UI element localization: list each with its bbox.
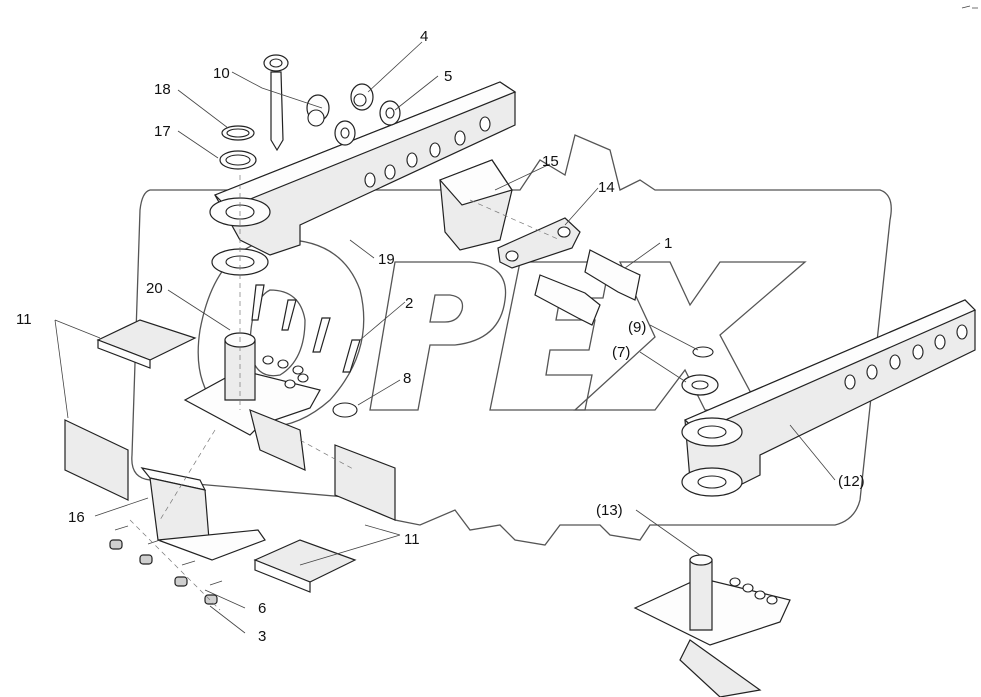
callout-8: 8: [403, 370, 411, 387]
watermark-gear-outline: [131, 134, 892, 546]
bushings-and-washers: [306, 83, 401, 146]
callout-5: 5: [444, 68, 452, 85]
leader-lines: [54, 41, 836, 634]
secondary-hitch-holes: [729, 577, 778, 605]
secondary-hitch: [633, 554, 791, 697]
callout-11b: 11: [404, 531, 420, 548]
guide-rail: [140, 467, 266, 561]
wear-pads: [64, 319, 396, 593]
callout-14: 14: [598, 179, 615, 196]
clevis-block: [438, 159, 513, 251]
upper-drawbar-holes: [364, 116, 491, 188]
callout-1: 1: [664, 235, 672, 252]
callout-10: 10: [213, 65, 230, 82]
callout-16: 16: [68, 509, 85, 526]
callout-3: 3: [258, 628, 266, 645]
callout-15: 15: [542, 153, 559, 170]
callout-20: 20: [146, 280, 163, 297]
small-keys: [109, 525, 223, 605]
bolts: [534, 249, 641, 326]
lower-drawbar: [681, 299, 977, 497]
callout-2: 2: [405, 295, 413, 312]
callout-12: (12): [838, 473, 865, 490]
washer-and-circlip: [681, 346, 719, 396]
callout-11a: 11: [16, 311, 32, 328]
snap-ring: [332, 402, 358, 418]
callout-9: (9): [628, 319, 646, 336]
corner-mark: [961, 5, 978, 9]
callout-6: 6: [258, 600, 266, 617]
callout-19: 19: [378, 251, 395, 268]
callout-4: 4: [420, 28, 428, 45]
callout-13: (13): [596, 502, 623, 519]
lower-drawbar-holes: [844, 324, 968, 390]
callout-7: (7): [612, 344, 630, 361]
link-bracket: [497, 217, 581, 269]
screws: [251, 284, 361, 373]
callout-18: 18: [154, 81, 171, 98]
assembly-lines: [129, 175, 561, 611]
hitch-pin: [263, 54, 289, 152]
callout-17: 17: [154, 123, 171, 140]
circlip-and-washer: [219, 125, 257, 170]
hitch-base-plate: [183, 332, 321, 471]
callout-labels: 1 2 3 4 5 6 (7) 8 (9) 10 11 11 (12) (13)…: [16, 28, 865, 645]
base-plate-holes: [262, 355, 309, 389]
watermark-letter-p: [369, 261, 507, 411]
